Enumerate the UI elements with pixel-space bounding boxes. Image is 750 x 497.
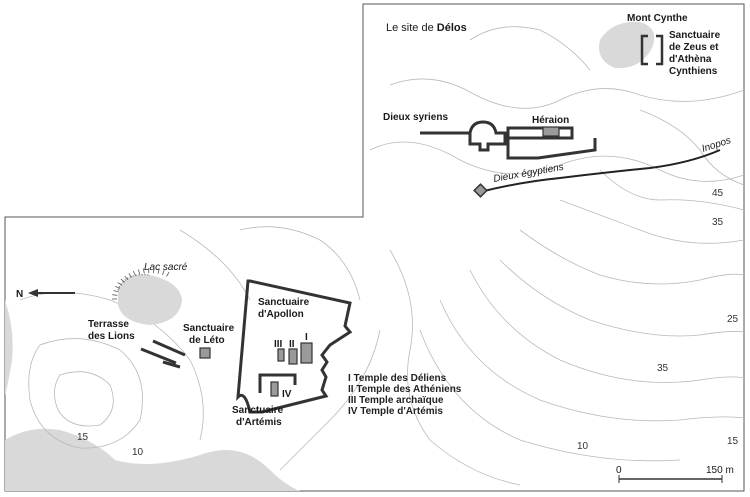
label-leto-2: de Léto	[189, 335, 225, 346]
north-arrow	[28, 289, 75, 297]
contour-25: 25	[727, 314, 739, 325]
shore-tick	[128, 273, 132, 278]
label-zeus-3: d'Athèna	[669, 54, 712, 65]
map-frame	[4, 3, 745, 492]
label-lac-sacre: Lac sacré	[144, 262, 188, 273]
shore-tick	[117, 282, 123, 286]
shore-tick	[137, 269, 141, 275]
label-terrasse-2: des Lions	[88, 331, 135, 342]
legend-item-3: III Temple archaïque	[348, 395, 444, 406]
label-leto-1: Sanctuaire	[183, 323, 235, 334]
label-mont-cynthe: Mont Cynthe	[627, 13, 688, 24]
numeral-iii: III	[274, 339, 283, 350]
label-apollon-2: d'Apollon	[258, 309, 304, 320]
contour-lines	[19, 26, 745, 486]
label-dieux-syriens: Dieux syriens	[383, 112, 448, 123]
label-artemis-1: Sanctuaire	[232, 405, 284, 416]
legend-item-4: IV Temple d'Artémis	[348, 406, 443, 417]
lac-sacre-shore	[112, 267, 170, 300]
shore-tick	[132, 270, 136, 276]
scale-start: 0	[616, 465, 622, 476]
zeus-sanctuary-bracket	[640, 34, 664, 66]
contour-15-west: 15	[77, 432, 89, 443]
shore-tick	[113, 290, 119, 293]
shore-tick	[112, 294, 118, 296]
legend-item-2: II Temple des Athéniens	[348, 384, 462, 395]
map-title: Le site de Délos	[386, 22, 467, 34]
shore-tick	[166, 271, 170, 277]
heraion-complex	[506, 126, 597, 160]
shore-tick	[162, 270, 165, 276]
contour-10-east: 10	[577, 441, 589, 452]
shore-tick	[115, 286, 121, 289]
legend-item-1: I Temple des Déliens	[348, 373, 447, 384]
label-zeus-2: de Zeus et	[669, 42, 719, 53]
sea-areas	[5, 300, 300, 491]
label-terrasse-1: Terrasse	[88, 319, 129, 330]
contour-15-east: 15	[727, 436, 739, 447]
dieux-egyptiens-building	[473, 183, 488, 198]
label-zeus-4: Cynthiens	[669, 66, 718, 77]
lac-sacre	[117, 274, 182, 325]
shore-tick	[143, 268, 145, 274]
shore-tick	[153, 268, 155, 274]
leto-temple	[199, 347, 211, 359]
temple-legend: I Temple des Déliens II Temple des Athén…	[348, 373, 462, 417]
contour-45: 45	[712, 188, 724, 199]
numeral-iv: IV	[282, 389, 292, 400]
contour-35-south: 35	[657, 363, 669, 374]
mont-cynthe-summit	[599, 21, 655, 69]
label-zeus-1: Sanctuaire	[669, 30, 721, 41]
label-apollon-1: Sanctuaire	[258, 297, 310, 308]
contour-35-east: 35	[712, 217, 724, 228]
label-artemis-2: d'Artémis	[236, 417, 282, 428]
shore-tick	[120, 278, 125, 283]
inopos-river	[479, 149, 721, 193]
shore-tick	[157, 268, 160, 274]
dieux-syriens-sanctuary	[420, 120, 507, 152]
label-heraion: Héraion	[532, 115, 569, 126]
apollon-sanctuary	[236, 279, 353, 414]
scale-end: 150 m	[706, 465, 734, 476]
terrasse-des-lions	[140, 339, 186, 369]
label-north: N	[16, 289, 23, 300]
numeral-i: I	[305, 332, 308, 343]
shore-tick	[124, 275, 129, 280]
numeral-ii: II	[289, 339, 295, 350]
contour-10-west: 10	[132, 447, 144, 458]
scale-bar: 0 150 m	[616, 465, 734, 483]
